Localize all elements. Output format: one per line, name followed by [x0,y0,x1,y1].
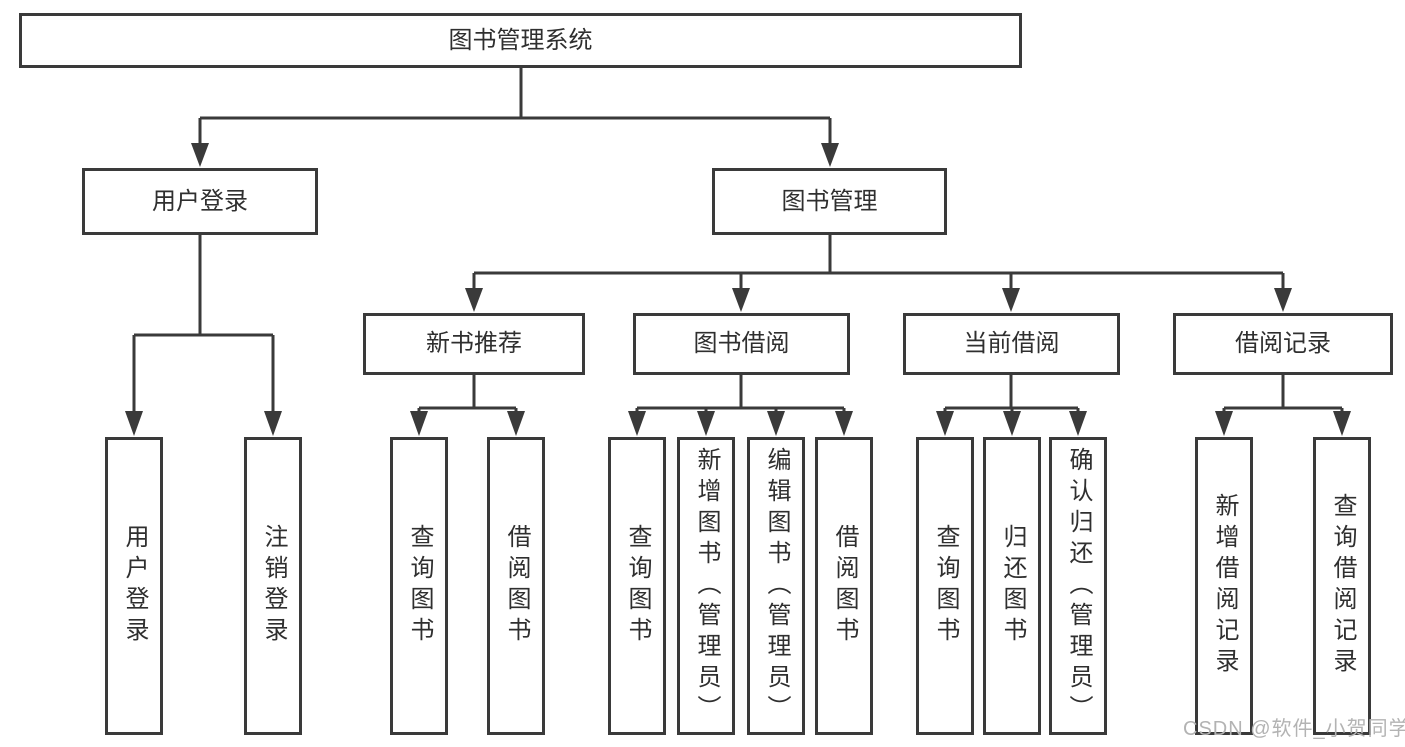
leaf-nbr-query-books-label: 查询图书 [406,524,433,648]
node-book-management: 图书管理 [712,168,947,235]
arrowheads [125,143,1351,436]
leaf-logout-label: 注销登录 [260,524,287,648]
node-current-borrow: 当前借阅 [903,313,1120,375]
arrowhead-icon [936,411,954,436]
leaf-br-add-record-label: 新增借阅记录 [1211,493,1238,679]
arrowhead-icon [191,143,209,167]
leaf-cb-confirm-return-admin: 确认归还（管理员） [1049,437,1107,735]
leaf-cb-return-books: 归还图书 [983,437,1041,735]
leaf-nbr-borrow-books-label: 借阅图书 [503,524,530,648]
leaf-br-query-record: 查询借阅记录 [1313,437,1371,735]
leaf-nbr-query-books: 查询图书 [390,437,448,735]
connector-user-login-to-leaves [132,235,275,412]
connector-current-borrow-to-leaves [943,375,1080,412]
node-book-management-label: 图书管理 [781,187,878,215]
connector-book-management-to-level3 [472,233,1285,289]
leaf-cb-confirm-return-admin-label: 确认归还（管理员） [1065,446,1092,726]
node-current-borrow-label: 当前借阅 [963,330,1060,357]
leaf-bb-borrow-books: 借阅图书 [815,437,873,735]
arrowhead-icon [1069,411,1087,436]
leaf-bb-query-books: 查询图书 [608,437,666,735]
node-book-borrow: 图书借阅 [633,313,850,375]
leaf-br-add-record: 新增借阅记录 [1195,437,1253,735]
arrowhead-icon [410,411,428,436]
leaf-bb-edit-books-admin-label: 编辑图书（管理员） [763,446,790,726]
arrowhead-icon [821,143,839,167]
leaf-nbr-borrow-books: 借阅图书 [487,437,545,735]
leaf-bb-add-books-admin: 新增图书（管理员） [677,437,735,735]
node-new-book-recommend: 新书推荐 [363,313,585,375]
leaf-cb-query-books: 查询图书 [916,437,974,735]
connector-borrow-records-to-leaves [1222,375,1344,412]
arrowhead-icon [732,288,750,312]
arrowhead-icon [767,411,785,436]
leaf-logout: 注销登录 [244,437,302,735]
arrowhead-icon [1274,288,1292,312]
arrowhead-icon [264,411,282,436]
leaf-user-login-label: 用户登录 [121,524,148,648]
arrowhead-icon [465,288,483,312]
node-borrow-records-label: 借阅记录 [1235,330,1331,357]
connector-root-to-level2 [198,68,832,144]
arrowhead-icon [628,411,646,436]
csdn-watermark: CSDN @软件_小贺同学 [1183,718,1405,740]
arrowhead-icon [1333,411,1351,436]
leaf-bb-add-books-admin-label: 新增图书（管理员） [693,446,720,726]
leaf-cb-query-books-label: 查询图书 [932,524,959,648]
node-borrow-records: 借阅记录 [1173,313,1393,375]
arrowhead-icon [507,411,525,436]
node-book-borrow-label: 图书借阅 [693,330,790,357]
arrowhead-icon [1002,288,1020,312]
leaf-cb-return-books-label: 归还图书 [999,524,1026,648]
connector-new-book-recommend-to-leaves [417,375,518,412]
leaf-bb-borrow-books-label: 借阅图书 [831,524,858,648]
connector-book-borrow-to-leaves [635,375,846,412]
arrowhead-icon [835,411,853,436]
leaf-bb-query-books-label: 查询图书 [624,524,651,648]
arrowhead-icon [125,411,143,436]
node-root-label: 图书管理系统 [448,26,593,54]
leaf-bb-edit-books-admin: 编辑图书（管理员） [747,437,805,735]
arrowhead-icon [1003,411,1021,436]
leaf-br-query-record-label: 查询借阅记录 [1329,493,1356,679]
node-root: 图书管理系统 [19,13,1022,68]
node-user-login-label: 用户登录 [152,187,248,215]
arrowhead-icon [1215,411,1233,436]
node-new-book-recommend-label: 新书推荐 [426,330,522,357]
leaf-user-login: 用户登录 [105,437,163,735]
node-user-login: 用户登录 [82,168,318,235]
arrowhead-icon [697,411,715,436]
